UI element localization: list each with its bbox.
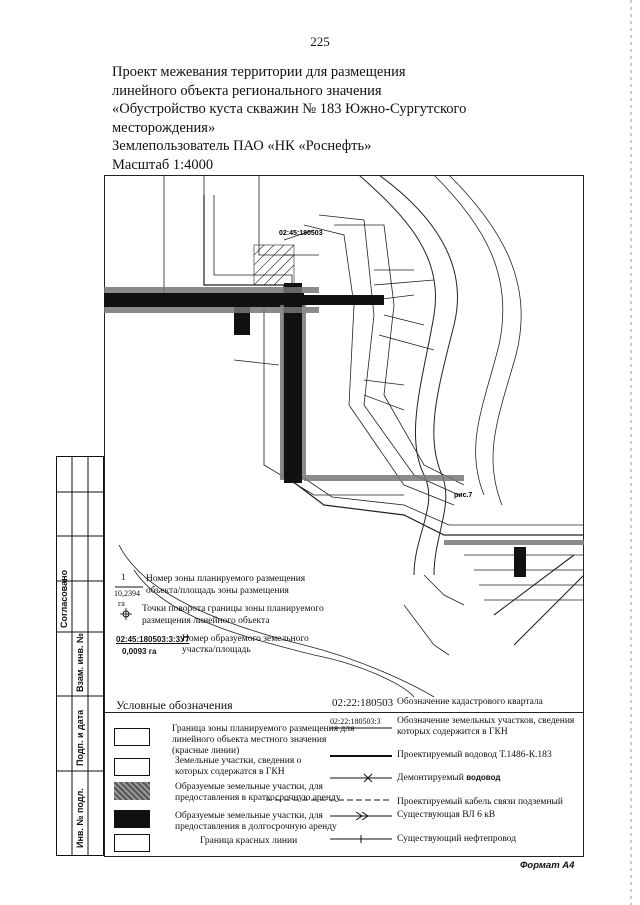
- parcel-area: 0,0093 га: [122, 647, 157, 656]
- comm-cable-symbol: [266, 799, 392, 801]
- map-scale: Масштаб 1:4000: [112, 156, 214, 173]
- side-stamp: Согласовано Взам. инв. № Подп. и дата Ин…: [56, 456, 104, 856]
- power-line-symbol: [330, 811, 392, 821]
- title-line-5: Землепользователь ПАО «НК «Роснефть»: [112, 138, 372, 154]
- turn-point-text-1: Точки поворота границы зоны планируемого: [142, 604, 324, 614]
- kad-parcel-line-2: которых содержится в ГКН: [397, 727, 508, 737]
- kad-parcel-text: Обозначение земельных участков, сведения…: [397, 716, 574, 738]
- stamp-inv-orig: Инв. № подл.: [75, 788, 85, 848]
- turn-point-text-2: размещения линейного объекта: [142, 616, 270, 626]
- kad-parcel-number: 02:22:180503:3: [330, 717, 381, 726]
- long-lease-line-2: предоставления в долгосрочную аренду: [175, 822, 337, 832]
- oil-pipe-symbol: [330, 835, 392, 843]
- legend-divider: [104, 712, 584, 713]
- dismantled-bold-text: водовод: [466, 773, 501, 782]
- turn-point-icon: [120, 608, 132, 620]
- document-title: Проект межевания территории для размещен…: [112, 63, 466, 174]
- zone-boundary-line-2: линейного объекта местного значения: [172, 735, 327, 745]
- edge-line: [630, 0, 632, 905]
- kad-parcel-line-1: Обозначение земельных участков, сведения: [397, 716, 575, 726]
- long-lease-symbol: [114, 810, 150, 828]
- short-lease-line-1: Образуемые земельные участки, для: [175, 782, 323, 792]
- short-lease-label: Образуемые земельные участки, для предос…: [175, 782, 341, 804]
- comm-cable-label: Проектируемый кабель связи подземный: [397, 797, 563, 807]
- short-lease-symbol: [114, 782, 150, 800]
- kad-quarter-number: 02:22:180503: [332, 697, 394, 709]
- parcel-text-1: Номер образуемого земельного: [182, 634, 309, 644]
- existing-parcels-label: Земельные участки, сведения о которых со…: [175, 756, 301, 778]
- zone-boundary-line-3: (красные линии): [172, 746, 240, 756]
- zone-area-unit: га: [118, 599, 125, 608]
- zone-number: 1: [121, 572, 126, 582]
- stamp-inv-no: Взам. инв. №: [75, 632, 85, 692]
- title-line-4: месторождения»: [112, 119, 216, 136]
- zone-number-symbol: [115, 586, 143, 588]
- paper-format: Формат А4: [520, 860, 575, 871]
- kad-quarter-text: Обозначение кадастрового квартала: [397, 697, 543, 707]
- zone-text-2: объекта/площадь зоны размещения: [146, 586, 289, 596]
- map-label-parcel: 02:45:180503: [279, 230, 323, 237]
- long-lease-label: Образуемые земельные участки, для предос…: [175, 811, 337, 833]
- legend-heading: Условные обозначения: [116, 698, 233, 712]
- dismantled-text: Демонтируемый: [397, 773, 464, 783]
- dismantled-symbol: [330, 773, 392, 783]
- zone-area: 10,2394: [114, 589, 140, 598]
- page-number: 225: [310, 34, 330, 49]
- parcel-text-2: участка/площадь: [182, 645, 251, 655]
- title-line-2: линейного объекта регионального значения: [112, 82, 382, 99]
- water-pipe-symbol: [330, 755, 392, 757]
- map-frame: [104, 175, 584, 857]
- stamp-signature: Подп. и дата: [75, 709, 85, 766]
- red-line-symbol: [114, 834, 150, 852]
- existing-parcel-symbol: [114, 758, 150, 776]
- water-pipe-label: Проектируемый водовод Т.1486-К.183: [397, 750, 552, 760]
- existing-parcels-line-2: которых содержатся в ГКН: [175, 767, 285, 777]
- zone-boundary-symbol: [114, 728, 150, 746]
- map-drawing: 02:45:180503 рис.7: [104, 175, 584, 697]
- kad-parcel-line: [330, 727, 392, 729]
- zone-boundary-line-1: Граница зоны планируемого размещения для: [172, 724, 355, 734]
- power-line-label: Существующая ВЛ 6 кВ: [397, 810, 496, 820]
- stamp-agreed: Согласовано: [59, 569, 69, 628]
- short-lease-line-2: предоставления в краткосрочную аренду: [175, 793, 341, 803]
- existing-parcels-line-1: Земельные участки, сведения о: [175, 756, 302, 766]
- parcel-number: 02:45:180503:3:3У7: [116, 635, 190, 644]
- oil-pipe-label: Существующий нефтепровод: [397, 834, 517, 844]
- red-line-label: Граница красных линии: [200, 836, 298, 846]
- dismantled-label: Демонтируемый водовод: [397, 772, 500, 784]
- map-label-ref: рис.7: [454, 492, 472, 499]
- title-line-3: «Обустройство куста скважин № 183 Южно-С…: [112, 101, 467, 117]
- zone-text-1: Номер зоны планируемого размещения: [146, 574, 306, 584]
- title-line-1: Проект межевания территории для размещен…: [112, 64, 406, 80]
- long-lease-line-1: Образуемые земельные участки, для: [175, 811, 323, 821]
- zone-boundary-label: Граница зоны планируемого размещения для…: [172, 724, 354, 757]
